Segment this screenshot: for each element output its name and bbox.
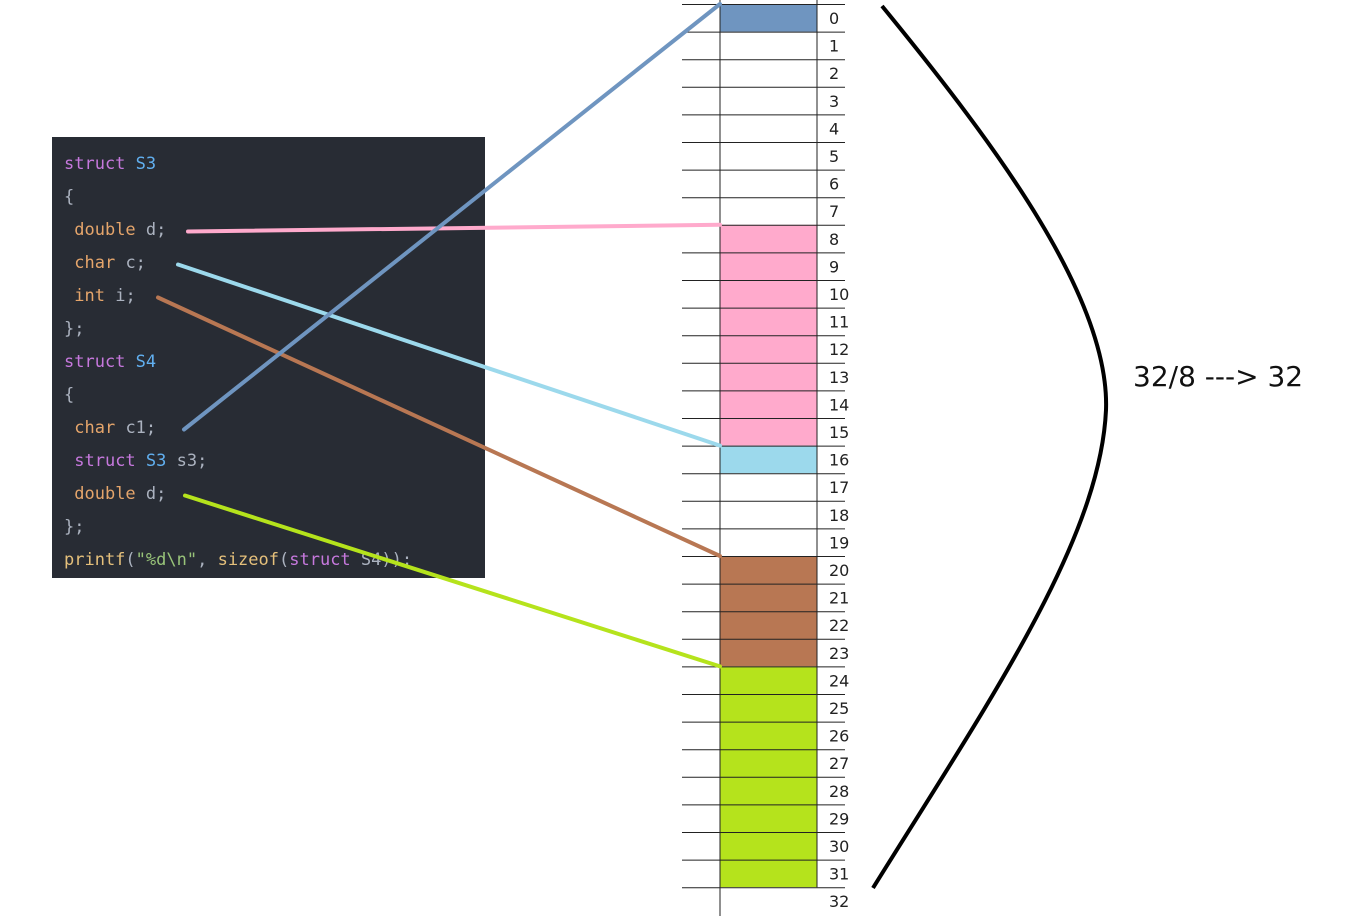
code-token: ( (279, 550, 290, 570)
code-token: }; (64, 517, 85, 537)
code-token: , (197, 550, 218, 570)
code-line: double d; (64, 214, 166, 247)
size-bracket (871, 4, 1109, 890)
memory-index-label: 6 (829, 175, 839, 194)
code-token: double (74, 220, 136, 240)
memory-index-label: 7 (829, 202, 839, 221)
code-token: struct (289, 550, 351, 570)
memory-index-label: 32 (829, 892, 849, 911)
code-panel: struct S3 { double d; char c; int i;}; str… (52, 137, 485, 578)
code-token: d; (135, 484, 167, 504)
code-token: i; (104, 286, 136, 306)
code-token: printf (64, 550, 126, 570)
code-token: c1; (115, 418, 157, 438)
code-token: sizeof (217, 550, 279, 570)
code-token: S3 (145, 451, 167, 471)
connector-line (183, 493, 722, 669)
connector-line (186, 222, 722, 234)
memory-index-label: 4 (829, 119, 839, 138)
code-token: { (64, 187, 75, 207)
code-token: struct (74, 451, 136, 471)
memory-index-label: 17 (829, 478, 849, 497)
memory-index-label: 13 (829, 368, 849, 387)
code-token: S4 (135, 352, 157, 372)
size-result-label: 32/8 ---> 32 (1133, 360, 1304, 393)
memory-index-label: 5 (829, 147, 839, 166)
code-line: }; (64, 511, 84, 544)
memory-index-label: 22 (829, 616, 849, 635)
memory-index-label: 21 (829, 589, 849, 608)
memory-index-label: 3 (829, 92, 839, 111)
code-line: double d; (64, 478, 166, 511)
code-token: double (74, 484, 136, 504)
code-line: char c; (64, 247, 146, 280)
code-token: S3 (135, 154, 157, 174)
connector-line (176, 262, 722, 448)
code-line: }; (64, 313, 84, 346)
memory-index-label: 28 (829, 782, 849, 801)
memory-index-label: 20 (829, 561, 849, 580)
code-token: int (74, 286, 105, 306)
memory-index-label: 30 (829, 837, 849, 856)
code-token: { (64, 385, 75, 405)
code-token: char (74, 253, 116, 273)
memory-index-label: 31 (829, 865, 849, 884)
code-token: ( (125, 550, 136, 570)
memory-index-label: 16 (829, 451, 849, 470)
memory-index-label: 0 (829, 9, 839, 28)
memory-index-label: 12 (829, 340, 849, 359)
code-token: struct (64, 154, 126, 174)
code-token: d; (135, 220, 167, 240)
code-line: struct S4 (64, 346, 156, 379)
memory-index-label: 24 (829, 671, 849, 690)
memory-block-c (720, 445, 817, 474)
memory-index-label: 2 (829, 64, 839, 83)
code-token: s3; (166, 451, 208, 471)
memory-index-label: 9 (829, 257, 839, 276)
memory-index-label: 29 (829, 809, 849, 828)
memory-index-label: 1 (829, 37, 839, 56)
code-line: struct S3 s3; (64, 445, 207, 478)
memory-index-label: 27 (829, 754, 849, 773)
memory-index-label: 18 (829, 506, 849, 525)
memory-index-label: 23 (829, 644, 849, 663)
code-token: char (74, 418, 116, 438)
code-token: "%d\n" (135, 550, 198, 570)
code-line: char c1; (64, 412, 156, 445)
code-line: struct S3 (64, 148, 156, 181)
memory-index-label: 15 (829, 423, 849, 442)
connector-line (156, 295, 722, 558)
memory-index-label: 8 (829, 230, 839, 249)
memory-index-label: 11 (829, 313, 849, 332)
code-token: }; (64, 319, 85, 339)
memory-index-label: 19 (829, 533, 849, 552)
connector-line (182, 2, 722, 432)
code-token: c; (115, 253, 146, 273)
memory-index-label: 14 (829, 395, 849, 414)
memory-index-label: 25 (829, 699, 849, 718)
memory-index-label: 10 (829, 285, 849, 304)
memory-block-c1 (720, 4, 817, 32)
code-line: int i; (64, 280, 136, 313)
code-line: { (64, 181, 74, 214)
code-token: struct (64, 352, 126, 372)
code-line: { (64, 379, 74, 412)
memory-index-label: 26 (829, 727, 849, 746)
